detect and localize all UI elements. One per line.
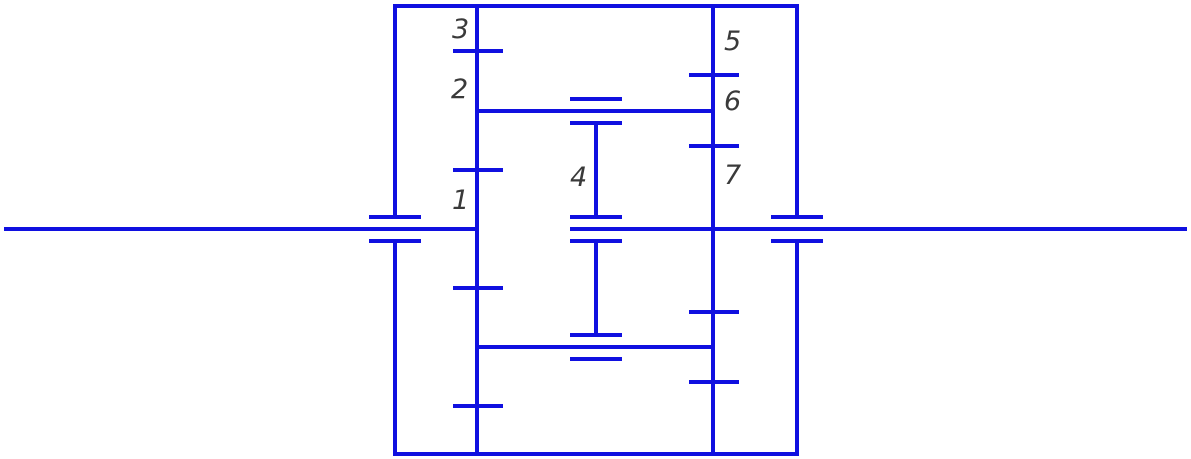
label-2: 2: [451, 74, 468, 105]
label-3: 3: [452, 14, 469, 45]
label-4: 4: [570, 162, 587, 193]
label-5: 5: [724, 26, 741, 57]
label-6: 6: [724, 86, 741, 117]
label-7: 7: [724, 160, 741, 191]
label-1: 1: [452, 185, 469, 216]
